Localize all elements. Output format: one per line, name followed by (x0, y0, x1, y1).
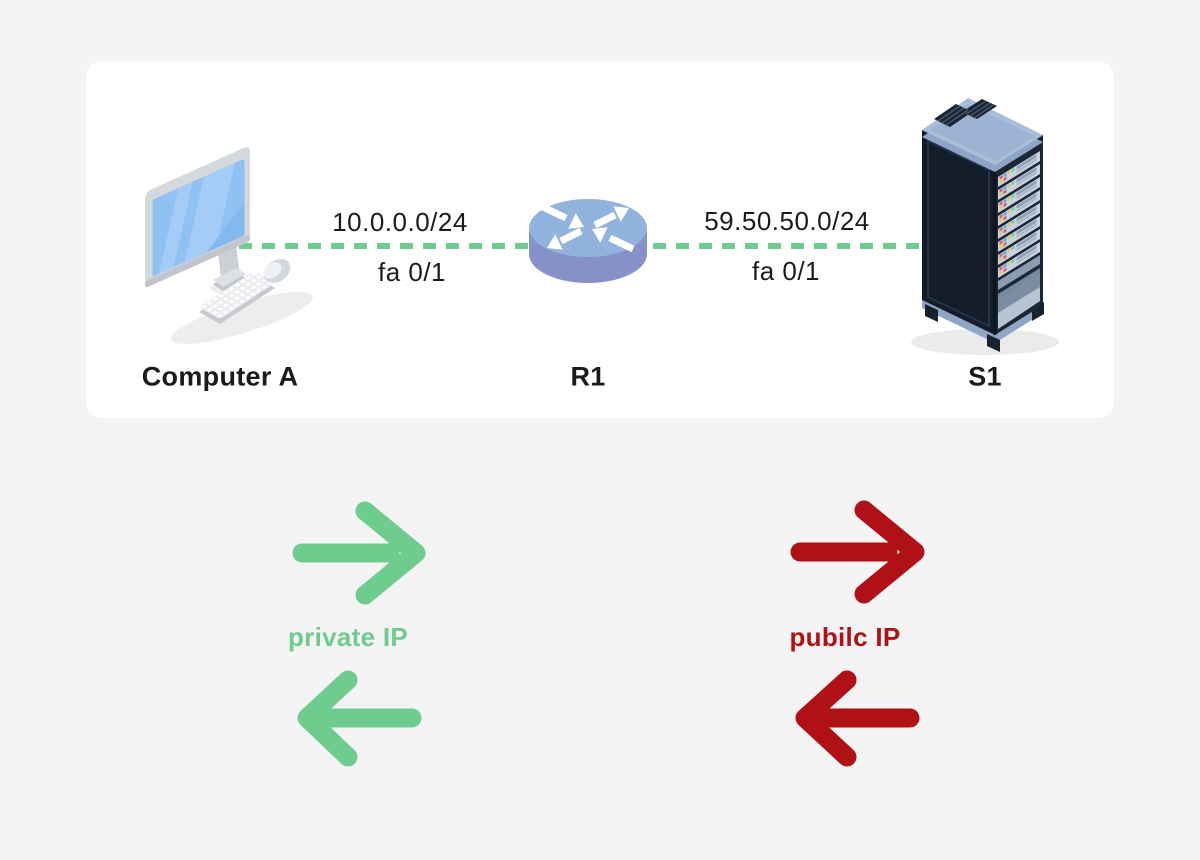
mouse-icon (263, 259, 291, 283)
private-ip-arrow-left (297, 670, 422, 767)
private-ip-arrow-right (292, 501, 426, 605)
node-label-r1: R1 (570, 361, 606, 392)
node-label-computer-a: Computer A (141, 361, 299, 392)
link1-network-label: 10.0.0.0/24 (332, 207, 468, 237)
router-icon (529, 199, 647, 283)
keyboard-icon (199, 271, 275, 324)
server-rack-icon (911, 98, 1059, 355)
node-label-s1: S1 (968, 361, 1002, 392)
public-ip-arrow-right (790, 500, 925, 604)
link2-interface-label: fa 0/1 (751, 256, 821, 286)
link1-interface-label: fa 0/1 (377, 257, 447, 287)
public-ip-arrow-left (795, 670, 920, 767)
private-ip-caption: private IP (287, 622, 409, 652)
link2-network-label: 59.50.50.0/24 (704, 206, 870, 236)
public-ip-caption: pubilc IP (789, 622, 901, 652)
desktop-computer-icon (145, 147, 313, 344)
